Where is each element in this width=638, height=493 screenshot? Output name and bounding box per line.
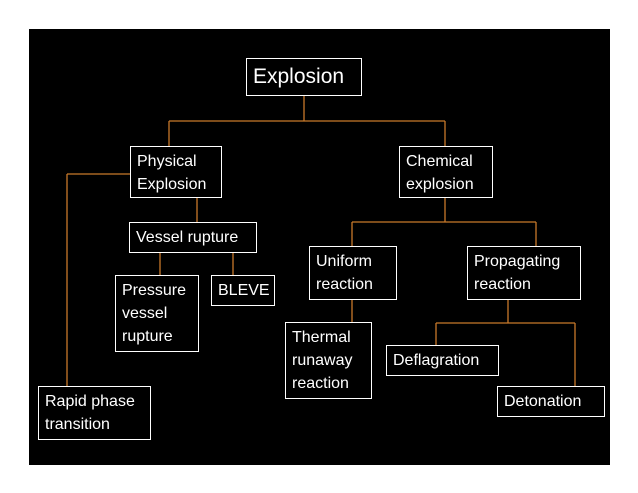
- node-uniform-reaction: Uniform reaction: [309, 246, 397, 300]
- node-rapid-phase-transition: Rapid phase transition: [38, 386, 151, 440]
- node-explosion: Explosion: [246, 58, 362, 96]
- node-bleve: BLEVE: [211, 275, 275, 306]
- node-vessel-rupture: Vessel rupture: [129, 222, 257, 253]
- node-pressure-vessel-rupture: Pressure vessel rupture: [115, 275, 199, 352]
- node-propagating-reaction: Propagating reaction: [467, 246, 581, 300]
- node-chemical-explosion: Chemical explosion: [399, 146, 493, 198]
- node-physical-explosion: Physical Explosion: [130, 146, 222, 198]
- node-detonation: Detonation: [497, 386, 605, 417]
- node-deflagration: Deflagration: [386, 345, 499, 376]
- node-thermal-runaway-reaction: Thermal runaway reaction: [285, 322, 372, 399]
